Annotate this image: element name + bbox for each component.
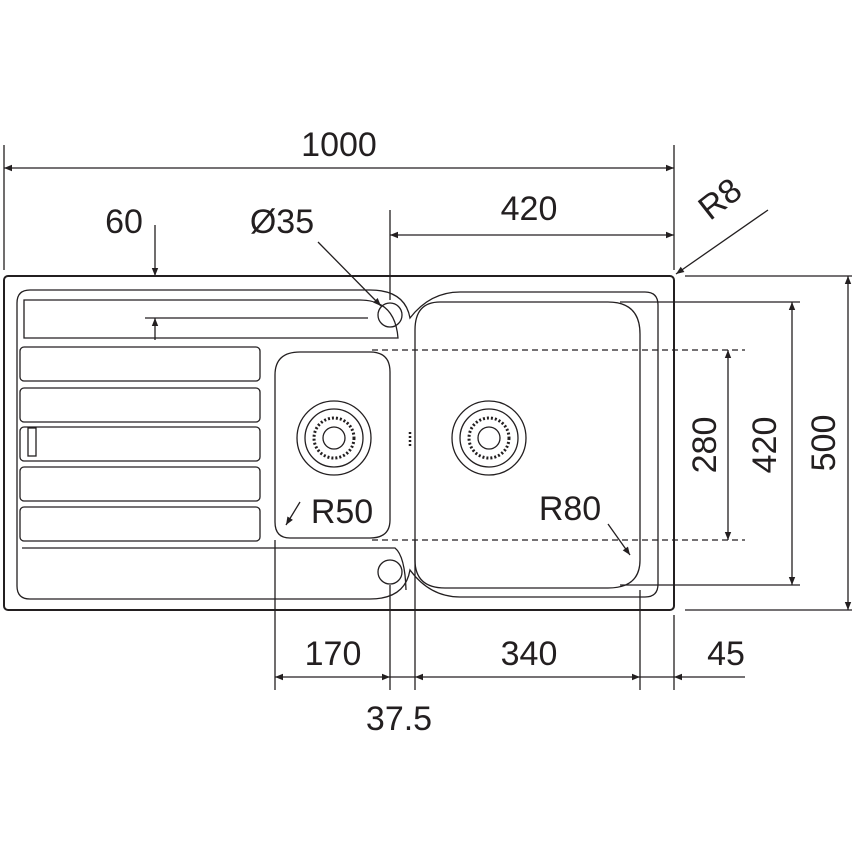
drainer-bottom-edge [22,547,407,591]
label-bowl-height-inner: 280 [686,417,724,474]
drainer-rib [19,387,261,423]
label-divider-width: 37.5 [366,700,432,738]
label-main-bowl-width: 340 [501,635,558,673]
label-small-bowl-width: 170 [305,635,362,673]
label-overall-depth: 500 [805,415,843,472]
sink-outer-edge [3,275,675,611]
leader-small-bowl-radius [285,501,301,526]
drainer [19,299,407,591]
label-main-bowl-radius: R80 [539,490,601,528]
label-main-bowl-offset: 420 [501,190,558,228]
dimension-labels: 1000 60 Ø35 420 R8 280 420 500 R50 R80 1… [105,126,843,738]
sink-inner-rim [16,289,659,600]
drainer-logo-mark [27,427,37,457]
leader-corner-radius [675,209,769,275]
drainer-rib [19,426,261,462]
sink-outline [3,275,675,611]
small-bowl-strainer [296,400,372,476]
drainer-rib [19,346,261,382]
label-bowl-height: 420 [746,417,784,474]
label-tap-hole: Ø35 [250,203,314,241]
main-bowl-strainer [451,400,527,476]
small-bowl [274,351,391,539]
reference-lines [372,275,852,611]
drainer-rib [19,506,261,542]
label-corner-radius: R8 [691,171,749,228]
leader-tap-hole [317,241,382,307]
tap-hole-top [377,302,403,328]
drainer-rib [19,466,261,502]
drainer-top-panel [23,299,399,339]
tap-hole-bottom [377,559,403,585]
dimension-lines [4,164,852,681]
label-right-rim: 45 [707,635,745,673]
label-drainer-inset: 60 [105,203,143,241]
tap-holes [377,302,403,585]
leader-main-bowl-radius [607,523,631,556]
label-overall-width: 1000 [301,126,377,164]
small-bowl-outline [274,351,391,539]
main-bowl-outline [414,301,641,589]
label-small-bowl-radius: R50 [311,493,373,531]
main-bowl [408,301,641,589]
